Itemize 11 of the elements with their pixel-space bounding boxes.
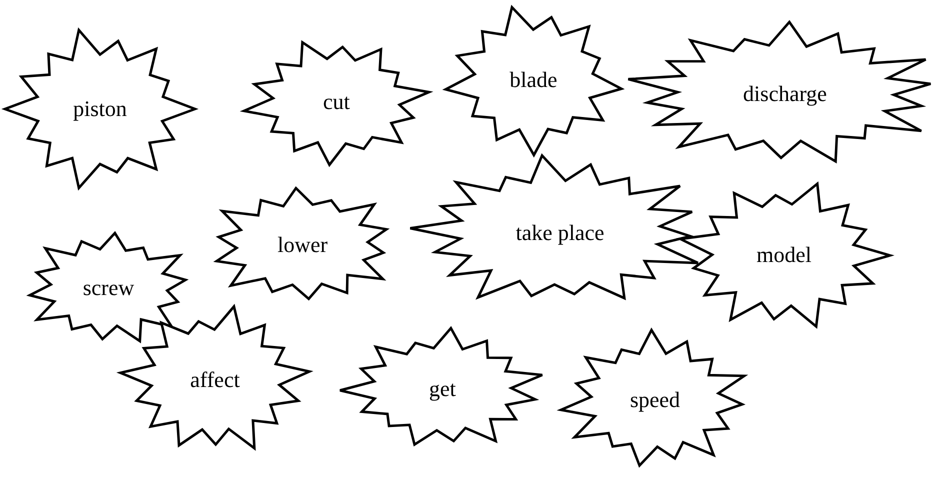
word-label: speed: [628, 386, 682, 414]
word-label: lower: [276, 231, 329, 260]
word-label: screw: [82, 274, 136, 302]
word-label: cut: [322, 88, 351, 116]
word-label: blade: [508, 66, 558, 94]
word-label: affect: [189, 366, 241, 394]
word-label: piston: [72, 95, 128, 124]
word-label: model: [756, 241, 812, 270]
word-label: take place: [514, 218, 606, 247]
word-label: discharge: [742, 80, 828, 108]
word-label: get: [428, 375, 457, 404]
